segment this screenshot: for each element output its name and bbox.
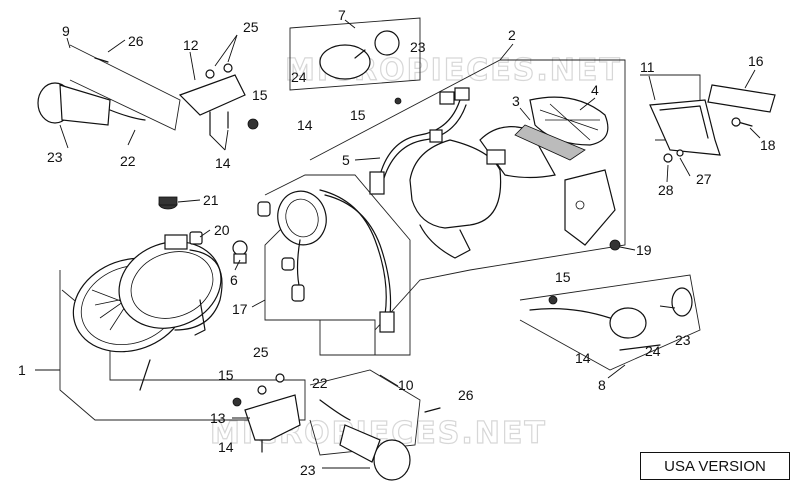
plate-light-16	[707, 84, 776, 113]
usa-version-label: USA VERSION	[640, 452, 790, 480]
callout-14b: 14	[297, 117, 313, 133]
callout-14a: 14	[215, 155, 231, 171]
callout-14d: 14	[218, 439, 234, 455]
callout-20: 20	[214, 222, 230, 238]
group-frame-9	[69, 44, 181, 131]
callout-7: 7	[338, 7, 346, 23]
fasteners-27-28	[663, 149, 684, 163]
license-holder-11	[649, 99, 721, 156]
callout-25b: 25	[253, 344, 269, 360]
callout-14c: 14	[575, 350, 591, 366]
callout-4: 4	[591, 82, 599, 98]
tail-lens-3-4	[514, 96, 609, 161]
callout-23b: 23	[410, 39, 426, 55]
group-frame-10	[309, 369, 421, 456]
bracket-12	[178, 63, 259, 136]
callout-5: 5	[342, 152, 350, 168]
callout-21: 21	[203, 192, 219, 208]
callout-1: 1	[18, 362, 26, 378]
group-frame-7	[289, 17, 421, 91]
callout-26b: 26	[458, 387, 474, 403]
callout-28: 28	[658, 182, 674, 198]
leader-lines	[35, 19, 761, 469]
callout-9: 9	[62, 23, 70, 39]
screw-18	[731, 117, 753, 127]
group-frame-8	[519, 274, 701, 371]
headlight-assembly	[72, 234, 223, 391]
callout-15c: 15	[555, 269, 571, 285]
bracket-13	[232, 373, 301, 453]
callout-15d: 15	[218, 367, 234, 383]
callout-12: 12	[183, 37, 199, 53]
callout-10: 10	[398, 377, 414, 393]
callout-15a: 15	[252, 87, 268, 103]
callout-13: 13	[210, 410, 226, 426]
callout-24b: 24	[645, 343, 661, 359]
group-frame-17	[264, 174, 411, 356]
callout-27: 27	[696, 171, 712, 187]
callout-22b: 22	[312, 375, 328, 391]
callout-25a: 25	[243, 19, 259, 35]
rubber-cap-21	[158, 196, 178, 210]
callout-26a: 26	[128, 33, 144, 49]
callout-24a: 24	[291, 69, 307, 85]
reflector-17	[257, 189, 395, 333]
callout-23a: 23	[47, 149, 63, 165]
callout-6: 6	[230, 272, 238, 288]
callout-23c: 23	[675, 332, 691, 348]
callout-2: 2	[508, 27, 516, 43]
callout-18: 18	[760, 137, 776, 153]
callout-11: 11	[640, 59, 655, 75]
bracket-19	[564, 169, 621, 251]
socket-20	[189, 231, 203, 245]
indicator-9	[37, 57, 146, 126]
indicator-8	[529, 287, 693, 351]
callout-labels: 1 2 3 4 5 6 7 8 9 10 11 12 13 14 14 14 1…	[18, 7, 776, 478]
callout-15b: 15	[350, 107, 366, 123]
callout-23d: 23	[300, 462, 316, 478]
bulb-6	[232, 240, 248, 264]
tail-light-body-2	[409, 126, 556, 259]
callout-22a: 22	[120, 153, 136, 169]
callout-19: 19	[636, 242, 652, 258]
indicator-10	[319, 399, 441, 481]
callout-3: 3	[512, 93, 520, 109]
callout-16: 16	[748, 53, 764, 69]
indicator-7	[319, 30, 402, 105]
wiring-5	[369, 87, 470, 195]
callout-17: 17	[232, 301, 248, 317]
callout-8: 8	[598, 377, 606, 393]
